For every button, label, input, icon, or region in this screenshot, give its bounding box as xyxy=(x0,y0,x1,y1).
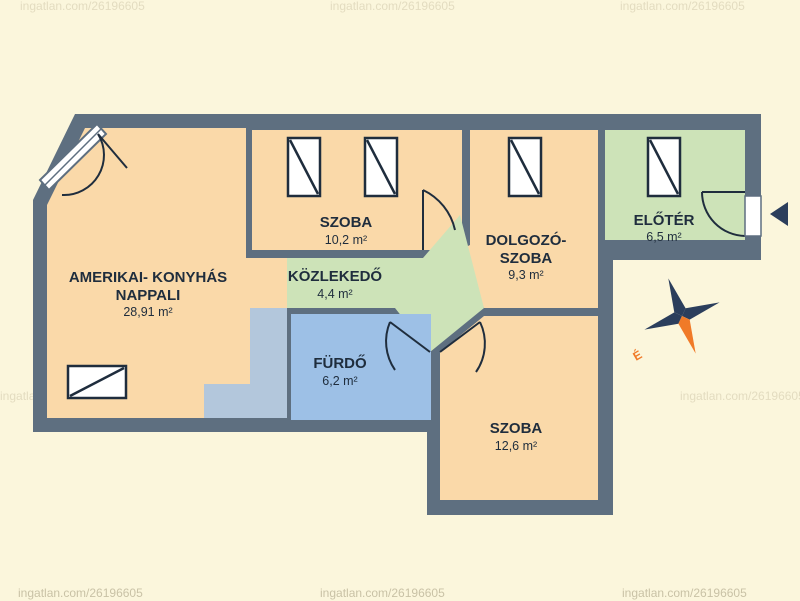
label-study-name-1: DOLGOZÓ- xyxy=(486,231,567,249)
door-bathroom xyxy=(385,321,431,371)
bed-icon xyxy=(363,136,399,198)
bed-icon xyxy=(646,136,682,198)
bed-icon xyxy=(286,136,322,198)
label-corridor-name: KÖZLEKEDŐ xyxy=(288,267,383,285)
footer-watermark-3: ingatlan.com/26196605 xyxy=(622,586,747,600)
door-bedroom-bottom xyxy=(439,321,486,373)
entrance-opening xyxy=(744,195,762,237)
label-bedroom-top-area: 10,2 m² xyxy=(325,233,367,247)
sofa-icon xyxy=(66,364,128,400)
label-living-name-2: NAPPALI xyxy=(116,287,181,304)
label-study-area: 9,3 m² xyxy=(508,268,543,282)
door-hall xyxy=(701,191,746,237)
room-bedroom-top xyxy=(252,130,462,250)
room-living xyxy=(47,128,287,418)
label-bedroom-bottom-name: SZOBA xyxy=(490,420,543,437)
watermark-top-right: ingatlan.com/26196605 xyxy=(620,0,745,13)
room-corridor xyxy=(287,215,484,352)
bed-icon xyxy=(507,136,543,198)
door-bedroom-top xyxy=(422,189,456,250)
room-bedroom-bottom xyxy=(440,316,598,500)
label-bathroom-area: 6,2 m² xyxy=(322,374,357,388)
entrance-arrow-icon xyxy=(770,202,788,226)
label-bathroom-name: FÜRDŐ xyxy=(313,354,367,372)
label-living-area: 28,91 m² xyxy=(123,305,172,319)
room-study xyxy=(460,130,598,308)
label-bedroom-top-name: SZOBA xyxy=(320,214,373,231)
compass-rose-icon xyxy=(644,278,720,354)
living-door-swing xyxy=(61,133,128,197)
footer-watermark-1: ingatlan.com/26196605 xyxy=(18,586,143,600)
watermark-mid-5: ingatlan.com/26196605 xyxy=(680,389,800,403)
room-living-kitchen-strip xyxy=(250,308,287,418)
label-bedroom-bottom-area: 12,6 m² xyxy=(495,439,537,453)
label-corridor-area: 4,4 m² xyxy=(317,287,352,301)
living-window xyxy=(38,122,108,192)
watermark-top-left: ingatlan.com/26196605 xyxy=(20,0,145,13)
room-living-kitchen-step xyxy=(204,384,250,418)
label-hall-area: 6,5 m² xyxy=(646,230,681,244)
label-study-name-2: SZOBA xyxy=(500,250,553,267)
footer-watermark-2: ingatlan.com/26196605 xyxy=(320,586,445,600)
footer-watermarks: ingatlan.com/26196605 ingatlan.com/26196… xyxy=(18,586,747,600)
watermark-top-mid: ingatlan.com/26196605 xyxy=(330,0,455,13)
label-living-name-1: AMERIKAI- KONYHÁS xyxy=(69,269,227,286)
room-bathroom xyxy=(291,314,431,420)
compass-north-label: É xyxy=(630,347,644,364)
label-hall-name: ELŐTÉR xyxy=(634,211,695,229)
